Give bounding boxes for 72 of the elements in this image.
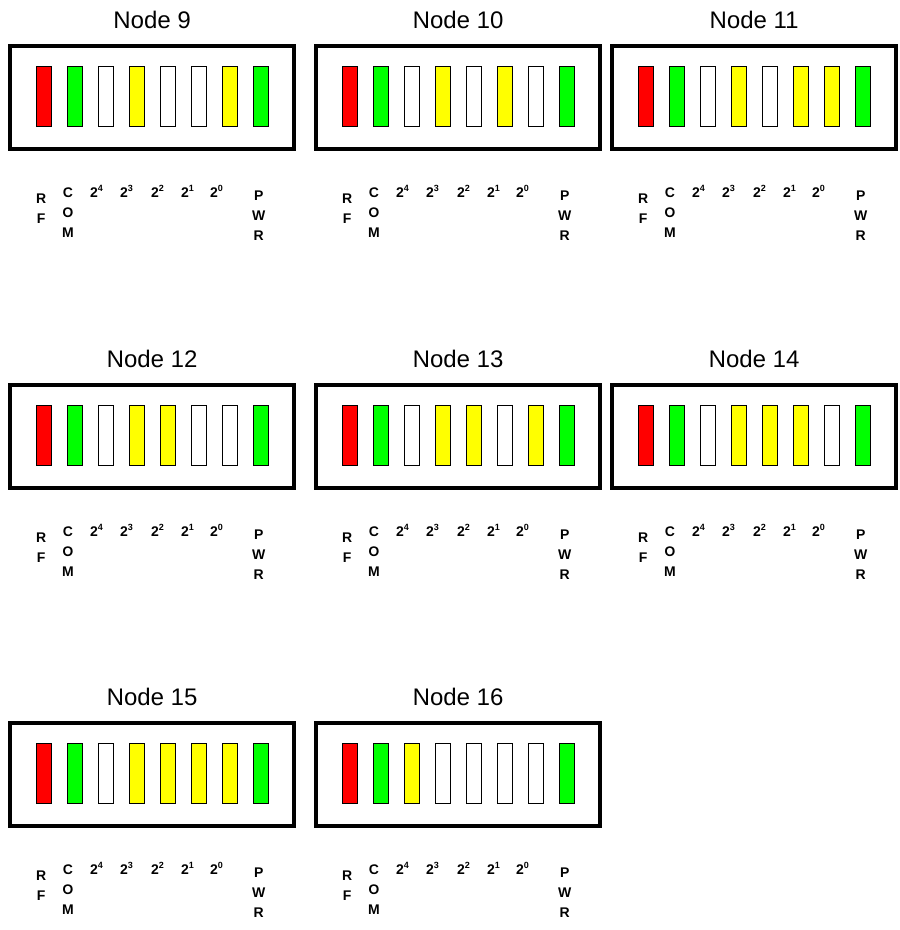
- indicator-label: C O M: [62, 183, 74, 242]
- indicator-label: R F: [342, 866, 352, 905]
- indicator-label: C O M: [368, 860, 380, 919]
- indicator-label: P W R: [558, 525, 572, 584]
- indicator-label: 2$^{0}$: [210, 859, 223, 879]
- indicator-label: P W R: [252, 525, 266, 584]
- indicator-label: R F: [36, 528, 46, 567]
- indicator-label: 2$^{1}$: [181, 521, 194, 541]
- indicator-label: 2$^{0}$: [812, 521, 825, 541]
- indicator-label: 2$^{1}$: [487, 859, 500, 879]
- indicator-label: P W R: [252, 186, 266, 245]
- indicator-label: C O M: [62, 522, 74, 581]
- indicator-label: 2$^{2}$: [151, 521, 164, 541]
- indicator-label: P W R: [558, 186, 572, 245]
- indicator-label: 2$^{0}$: [210, 182, 223, 202]
- indicator-label: 2$^{4}$: [396, 859, 409, 879]
- indicator-label: P W R: [854, 525, 868, 584]
- indicator-label: P W R: [252, 863, 266, 922]
- indicator-label: 2$^{1}$: [783, 182, 796, 202]
- indicator-label: 2$^{1}$: [181, 182, 194, 202]
- indicator-label: 2$^{4}$: [90, 182, 103, 202]
- indicator-label: 2$^{0}$: [516, 521, 529, 541]
- panel-title: Node 9: [113, 6, 191, 36]
- indicator-label: 2$^{0}$: [210, 521, 223, 541]
- indicator-label: 2$^{4}$: [90, 521, 103, 541]
- panel-title: Node 16: [412, 683, 504, 713]
- indicator-label: 2$^{4}$: [692, 182, 705, 202]
- indicator-label: 2$^{0}$: [516, 182, 529, 202]
- indicator-label: 2$^{3}$: [426, 859, 439, 879]
- indicator-label: 2$^{0}$: [812, 182, 825, 202]
- indicator-label: R F: [638, 528, 648, 567]
- indicator-label: 2$^{3}$: [120, 859, 133, 879]
- panel-title: Node 15: [106, 683, 198, 713]
- indicator-label: P W R: [854, 186, 868, 245]
- indicator-label: 2$^{2}$: [457, 182, 470, 202]
- indicator-label: R F: [342, 528, 352, 567]
- panel-title: Node 13: [412, 345, 504, 375]
- indicator-label: 2$^{4}$: [396, 521, 409, 541]
- indicator-label: 2$^{3}$: [426, 521, 439, 541]
- panel-title: Node 12: [106, 345, 198, 375]
- indicator-label: 2$^{2}$: [457, 859, 470, 879]
- indicator-label: R F: [36, 866, 46, 905]
- panel-title: Node 11: [710, 6, 798, 36]
- indicator-label: 2$^{4}$: [692, 521, 705, 541]
- indicator-label: 2$^{1}$: [487, 182, 500, 202]
- indicator-label: 2$^{4}$: [90, 859, 103, 879]
- indicator-label: 2$^{1}$: [487, 521, 500, 541]
- indicator-label: P W R: [558, 863, 572, 922]
- indicator-label: 2$^{3}$: [722, 182, 735, 202]
- indicator-label: C O M: [62, 860, 74, 919]
- indicator-label: 2$^{3}$: [722, 521, 735, 541]
- indicator-label: 2$^{2}$: [753, 521, 766, 541]
- indicator-label: 2$^{2}$: [753, 182, 766, 202]
- indicator-label: 2$^{1}$: [181, 859, 194, 879]
- indicator-label: C O M: [664, 522, 676, 581]
- indicator-label: 2$^{1}$: [783, 521, 796, 541]
- indicator-label: R F: [342, 189, 352, 228]
- indicator-label: 2$^{3}$: [120, 182, 133, 202]
- indicator-label: C O M: [368, 522, 380, 581]
- indicator-label: 2$^{2}$: [151, 859, 164, 879]
- indicator-label: 2$^{0}$: [516, 859, 529, 879]
- panel-title: Node 10: [412, 6, 504, 36]
- indicator-label: C O M: [368, 183, 380, 242]
- indicator-label: C O M: [664, 183, 676, 242]
- indicator-label: 2$^{2}$: [151, 182, 164, 202]
- indicator-label: 2$^{4}$: [396, 182, 409, 202]
- panel-title: Node 14: [708, 345, 800, 375]
- indicator-label: R F: [36, 189, 46, 228]
- indicator-label: 2$^{2}$: [457, 521, 470, 541]
- indicator-label: 2$^{3}$: [120, 521, 133, 541]
- indicator-label: R F: [638, 189, 648, 228]
- indicator-label: 2$^{3}$: [426, 182, 439, 202]
